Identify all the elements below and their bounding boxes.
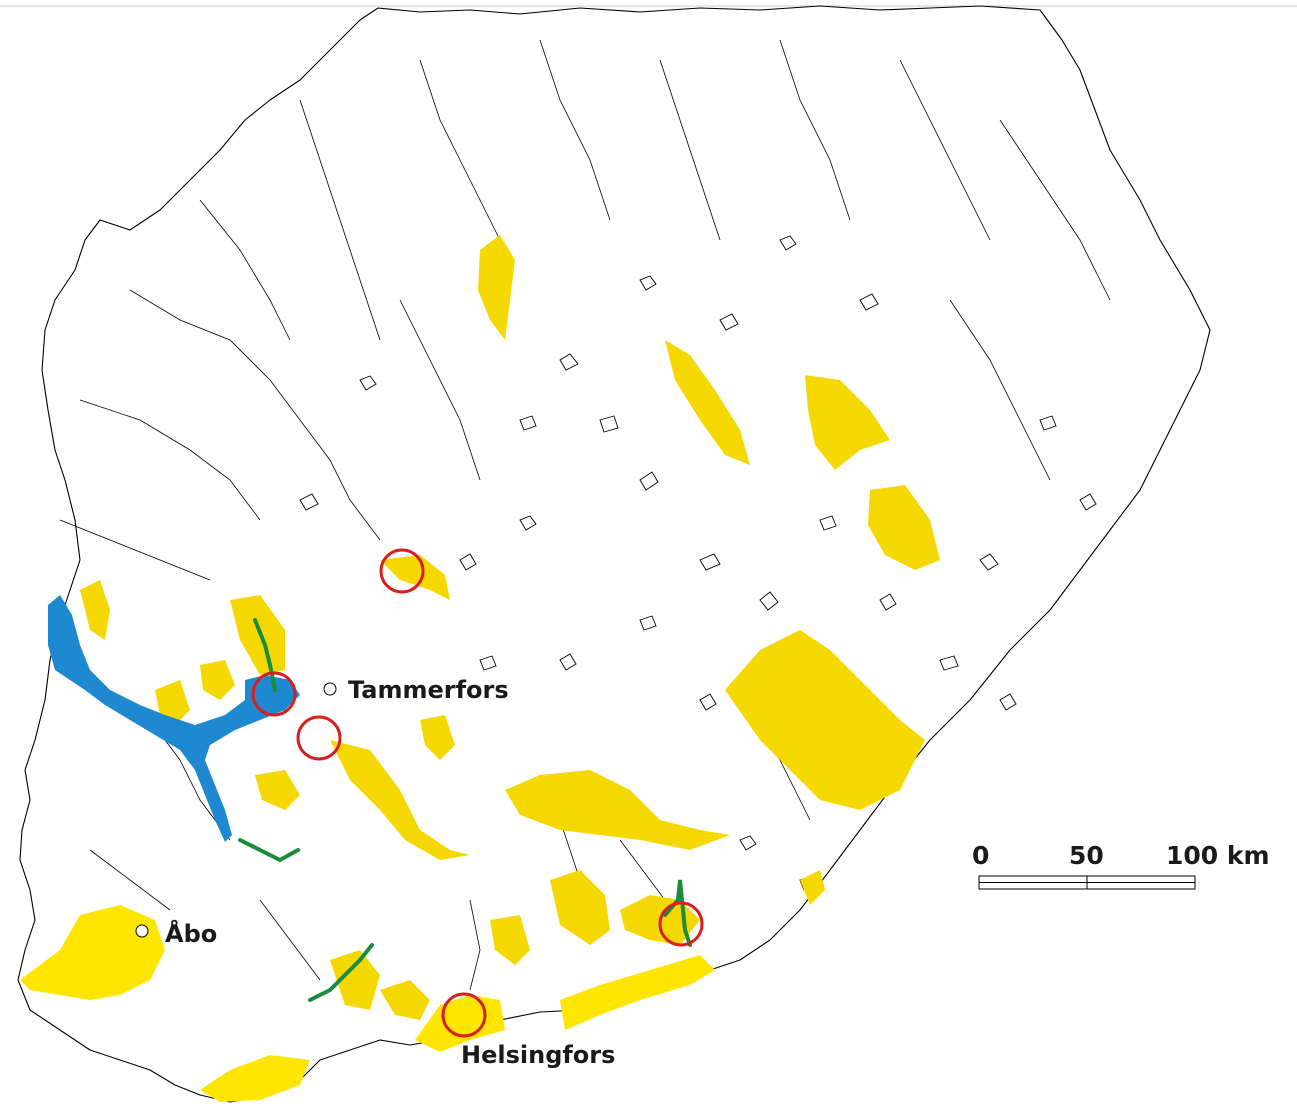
yellow-area-south-central-1 (550, 870, 610, 945)
yellow-area-tampere-north (230, 595, 285, 675)
yellow-areas (20, 235, 940, 1102)
yellow-area-south-west-3 (380, 980, 430, 1020)
yellow-area-helsinki (415, 995, 505, 1052)
river-network (59, 39, 1111, 991)
yellow-area-west-2 (155, 680, 190, 725)
yellow-area-near-circle-1 (380, 555, 450, 600)
yellow-area-south-central-3 (490, 915, 530, 965)
yellow-area-north-4 (868, 485, 940, 570)
red-circle-marker (441, 992, 487, 1038)
red-circle-marker (296, 715, 342, 761)
scale-tick-100: 100 km (1166, 841, 1270, 870)
city-dot-turku (135, 924, 149, 938)
yellow-area-south-west (20, 905, 165, 1000)
scale-tick-0: 0 (972, 841, 989, 870)
yellow-area-tampere-west (200, 660, 235, 700)
red-markers (251, 548, 704, 1038)
yellow-area-tampere-east (255, 770, 300, 810)
yellow-area-east (725, 630, 925, 810)
scale-tick-50: 50 (1069, 841, 1104, 870)
green-route-tampere (253, 618, 277, 692)
green-route-south-west (238, 838, 300, 863)
yellow-area-west-1 (80, 580, 110, 640)
blue-area-river-basin (48, 595, 300, 842)
yellow-area-lake-central (420, 715, 455, 760)
city-label-helsinki: Helsingfors (461, 1041, 615, 1069)
city-label-turku: Åbo (165, 919, 217, 948)
yellow-area-tampere-south (330, 740, 470, 860)
red-circle-marker (251, 671, 297, 717)
city-label-tampere: Tammerfors (348, 676, 509, 704)
yellow-area-north-3 (805, 375, 890, 470)
yellow-area-north-2 (665, 340, 750, 465)
yellow-area-south-west-2 (330, 950, 380, 1010)
yellow-area-north-1 (478, 235, 515, 340)
yellow-area-south-coast-1 (200, 1055, 310, 1102)
coastline (17, 5, 1211, 1103)
scale-bar: 0 50 100 km (972, 841, 1270, 890)
yellow-area-central-south (505, 770, 730, 850)
red-circle-marker (379, 548, 425, 594)
green-route-lohja (308, 943, 374, 1002)
city-dot-tampere (323, 682, 337, 696)
red-circle-marker (658, 901, 704, 947)
yellow-area-south-east (800, 870, 825, 905)
yellow-area-south-coast-2 (560, 955, 715, 1030)
